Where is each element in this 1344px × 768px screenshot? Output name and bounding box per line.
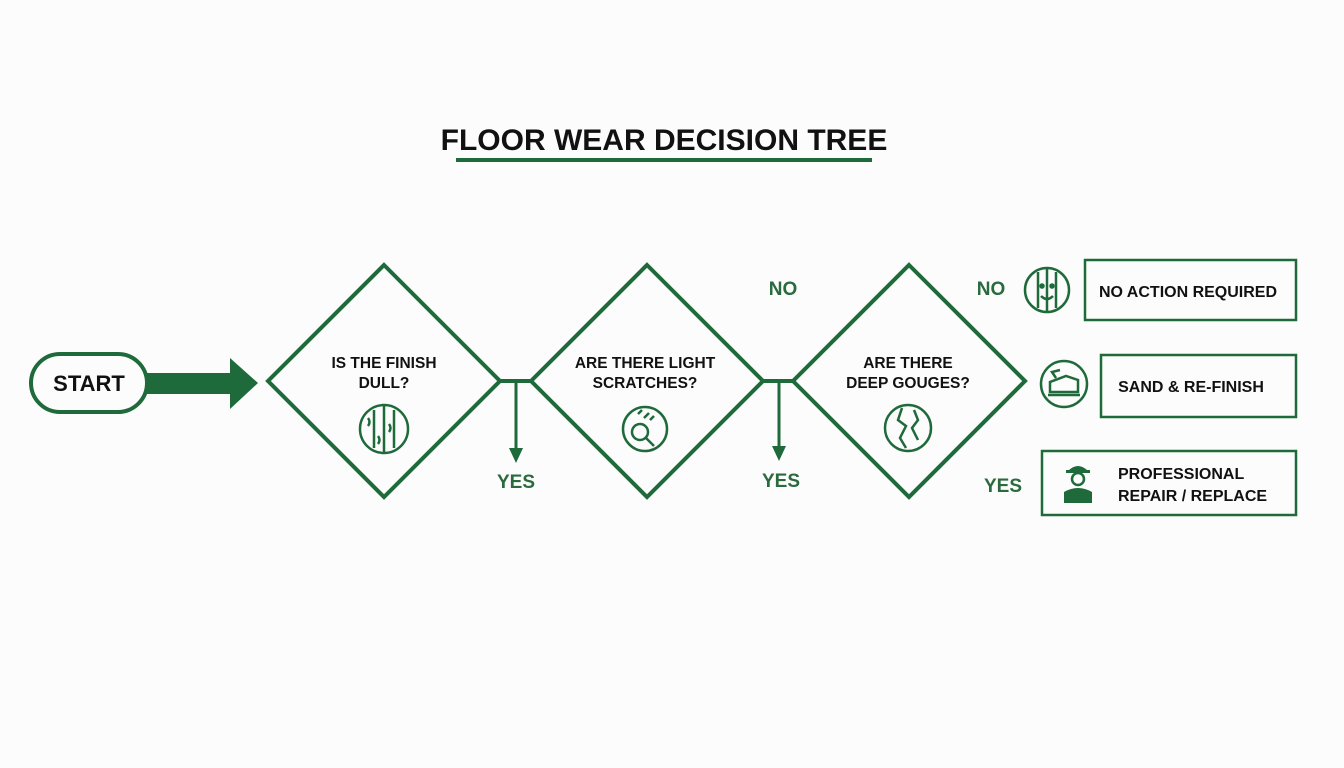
outcome-2-label: SAND & RE-FINISH [1118, 379, 1264, 396]
smiley-wood-icon [1023, 266, 1071, 314]
decision-diamond-3 [790, 262, 1028, 500]
worker-icon [1064, 466, 1092, 503]
start-label: START [53, 371, 125, 396]
no-label-3: NO [977, 279, 1006, 300]
outcome-3-line-1: PROFESSIONAL [1118, 466, 1244, 483]
decision-diamond-1 [265, 262, 503, 500]
yes-label-3: YES [984, 476, 1022, 497]
start-arrow [147, 358, 258, 409]
magnifier-scratch-icon [621, 405, 669, 453]
outcome-box-no-action [1083, 258, 1298, 322]
outcome-1-label: NO ACTION REQUIRED [1099, 284, 1277, 301]
yes-label-1: YES [497, 472, 535, 493]
decision-1-line-2: DULL? [359, 375, 410, 392]
decision-1-line-1: IS THE FINISH [331, 355, 436, 372]
diagram-title: FLOOR WEAR DECISION TREE [441, 124, 888, 157]
decision-diamond-2 [528, 262, 766, 500]
decision-2-line-2: SCRATCHES? [593, 375, 698, 392]
decision-3-line-2: DEEP GOUGES? [846, 375, 970, 392]
wood-plank-icon [358, 403, 410, 455]
sander-icon [1039, 359, 1089, 409]
no-label-2: NO [769, 279, 798, 300]
cracked-wood-icon [883, 403, 933, 453]
outcome-3-line-2: REPAIR / REPLACE [1118, 488, 1267, 505]
outcome-box-professional [1040, 449, 1298, 517]
outcome-box-sand-refinish [1099, 353, 1298, 419]
decision-3-line-1: ARE THERE [863, 355, 953, 372]
title-underline [456, 158, 872, 162]
yes-label-2: YES [762, 471, 800, 492]
yes-arrow-1-head [509, 448, 523, 463]
yes-arrow-2-head [772, 446, 786, 461]
decision-2-line-1: ARE THERE LIGHT [575, 355, 716, 372]
